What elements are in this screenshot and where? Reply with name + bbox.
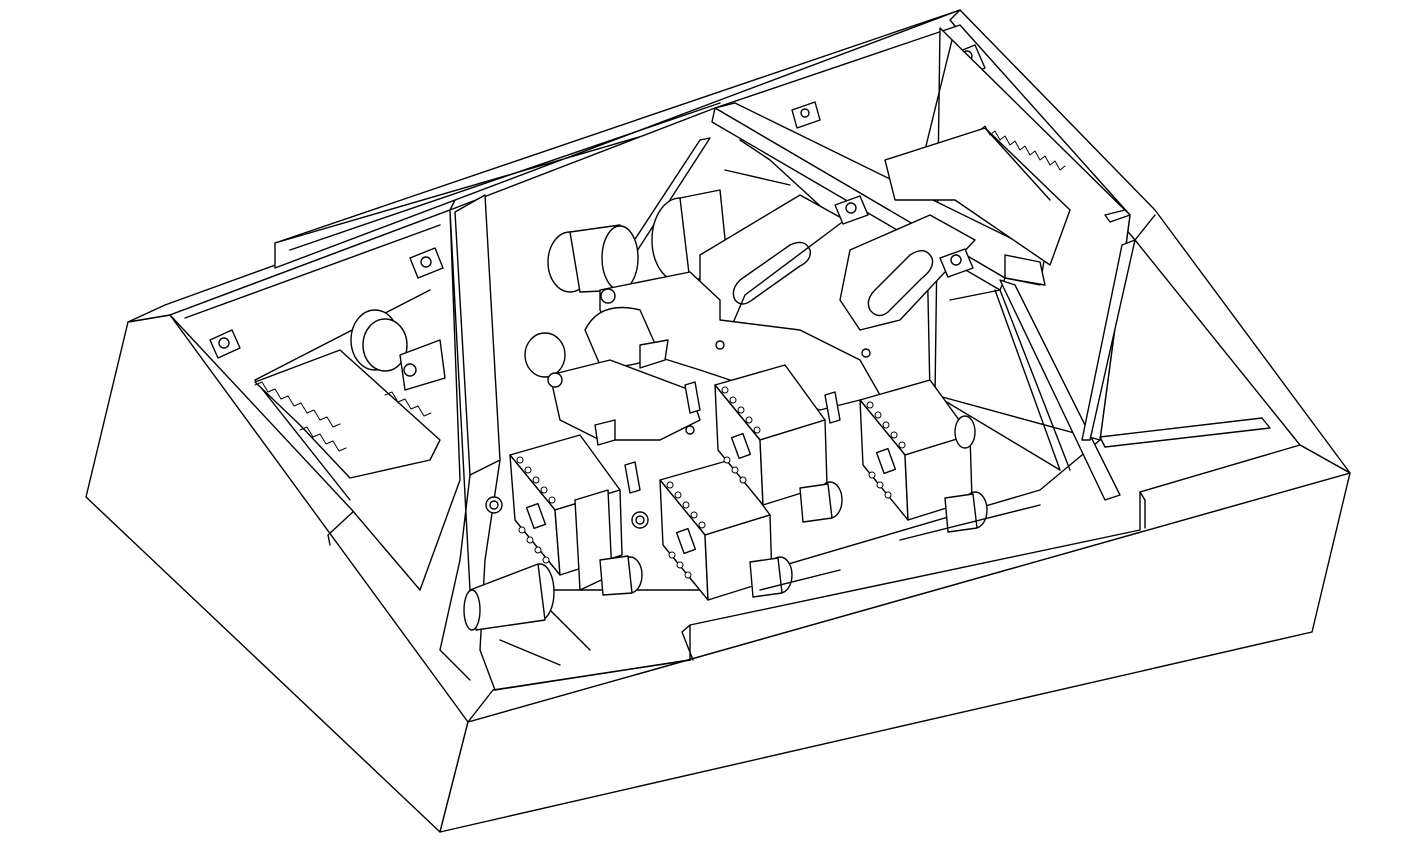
rear-rack-teeth (980, 126, 1065, 170)
actuator-unit-2 (625, 460, 792, 600)
bracket-slot-left (733, 242, 810, 304)
actuator-2-bolts (667, 482, 705, 578)
left-motor-plate (255, 350, 440, 478)
actuator-3-bolts (722, 387, 760, 483)
back-motor-mount (885, 126, 1070, 265)
left-rack-teeth (255, 382, 340, 427)
beam-end-block (1005, 255, 1045, 285)
actuator-unit-4 (825, 380, 987, 532)
main-shaft-assembly (525, 190, 1045, 445)
shaft-housing-lower (550, 360, 700, 440)
actuator-unit-3 (685, 365, 842, 522)
actuator-4-bolts (867, 402, 905, 498)
actuator-1-bolts (517, 457, 555, 563)
right-diagonal-strut (1000, 280, 1120, 500)
left-coupling-cylinder (525, 333, 565, 377)
left-motor-mount (255, 310, 445, 478)
housing (86, 10, 1350, 832)
rod-lower-right (1100, 418, 1270, 447)
actuator-unit-1 (486, 435, 642, 595)
floor-and-roller (464, 505, 1040, 690)
slotted-bracket-right (840, 215, 975, 330)
left-motor-coupling (400, 340, 445, 390)
rod-upper-right (1105, 210, 1130, 222)
rod-right-vertical (1082, 240, 1135, 440)
bracket-slot-right (868, 251, 932, 316)
